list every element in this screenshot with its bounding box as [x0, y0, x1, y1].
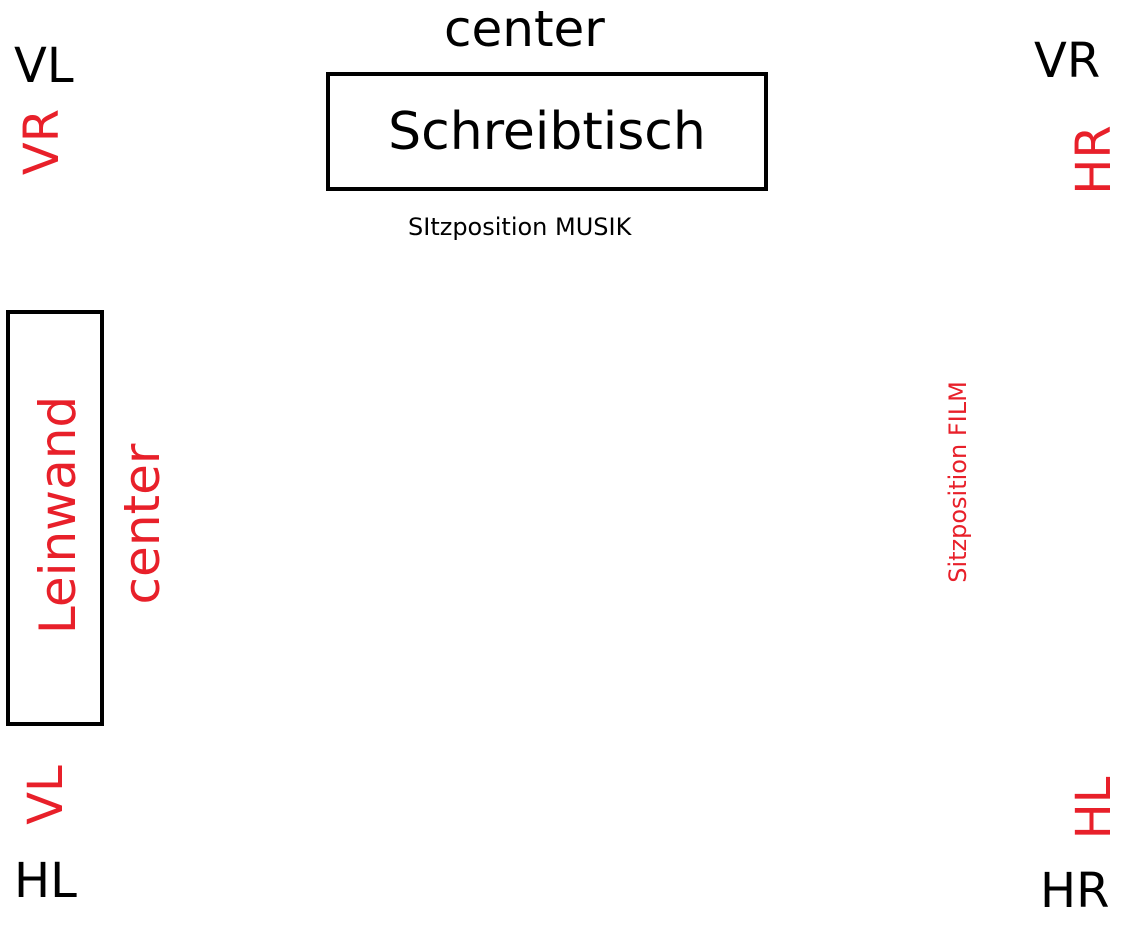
screen-box — [6, 310, 104, 726]
desk-box: Schreibtisch — [326, 72, 768, 191]
film-center-label: center — [113, 443, 171, 605]
desk-label: Schreibtisch — [388, 101, 706, 162]
film-front-right-label: VR — [14, 108, 70, 176]
music-front-right-label: VR — [1034, 33, 1101, 89]
film-rear-right-label: HR — [1066, 125, 1122, 195]
music-rear-left-label: HL — [14, 853, 77, 909]
film-seat-label: Sitzposition FILM — [944, 381, 972, 583]
music-center-label: center — [444, 0, 605, 58]
film-rear-left-label: HL — [1066, 776, 1122, 840]
screen-label: Leinwand — [29, 395, 87, 635]
music-front-left-label: VL — [14, 38, 74, 94]
film-front-left-label: VL — [18, 765, 74, 825]
music-rear-right-label: HR — [1040, 863, 1110, 919]
music-seat-label: SItzposition MUSIK — [408, 213, 632, 241]
